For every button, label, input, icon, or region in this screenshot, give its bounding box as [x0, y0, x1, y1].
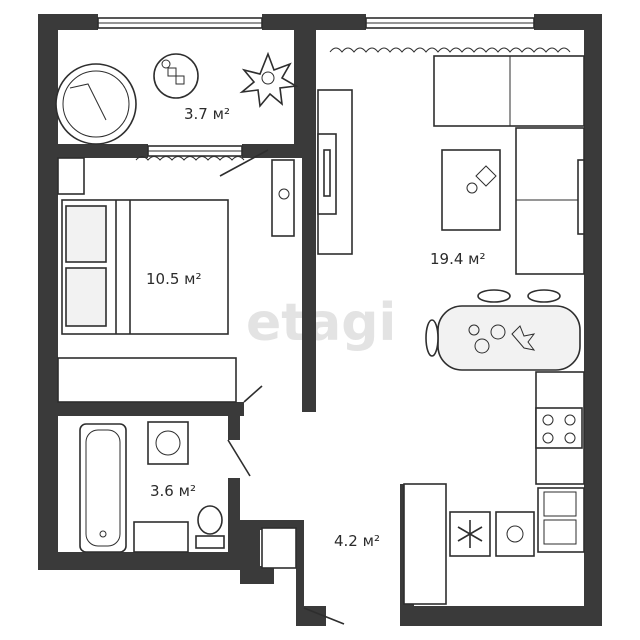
plant-icon — [239, 51, 299, 108]
bathroom-area-label: 3.6 м² — [150, 482, 196, 500]
bedroom-door — [219, 149, 295, 237]
living-kitchen-area-label: 19.4 м² — [430, 250, 486, 268]
bedroom-area-label: 10.5 м² — [146, 270, 202, 288]
side-table — [153, 53, 199, 99]
armchair — [55, 63, 137, 145]
bathtub-icon — [79, 423, 127, 553]
bed — [61, 199, 229, 335]
stove-icon — [542, 414, 576, 444]
snowflake-icon — [449, 511, 491, 557]
door-icon — [303, 607, 345, 625]
sink-icon — [537, 487, 585, 553]
bathroom-door — [227, 385, 263, 477]
hall-wardrobe — [261, 483, 447, 605]
dining-table — [425, 289, 581, 371]
washing-machine-icon — [495, 511, 535, 557]
bathroom-sink — [133, 421, 189, 553]
coffee-table — [441, 149, 501, 231]
sofa — [433, 55, 585, 275]
hallway-area-label: 4.2 м² — [334, 532, 380, 550]
wardrobe — [57, 157, 237, 403]
kitchen-counter — [535, 371, 585, 485]
balcony-area-label: 3.7 м² — [184, 105, 230, 123]
toilet-icon — [195, 505, 225, 549]
curtain — [135, 47, 571, 161]
watermark: etagi — [246, 293, 396, 353]
window-icon — [97, 17, 535, 255]
walls — [38, 14, 602, 626]
